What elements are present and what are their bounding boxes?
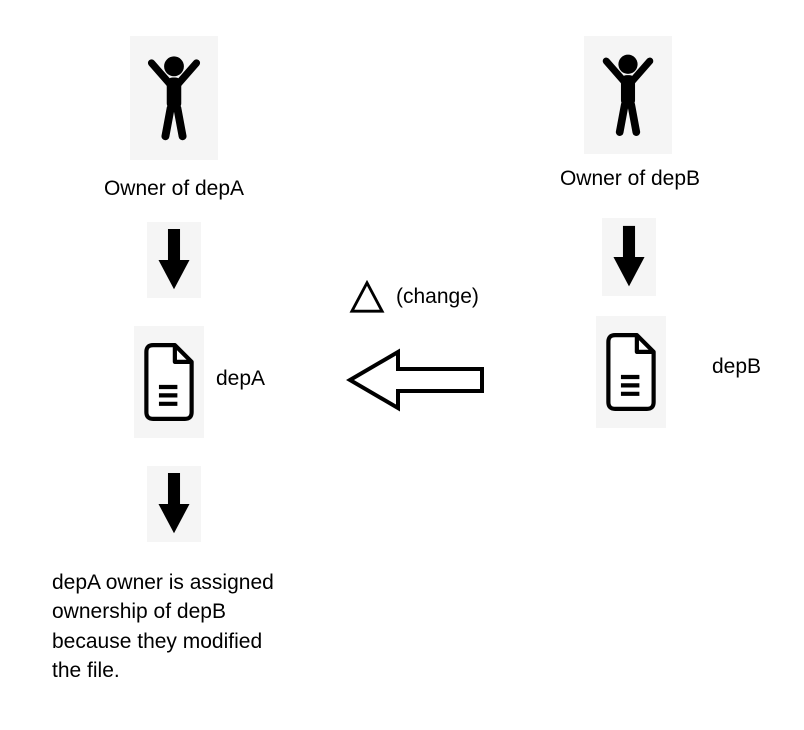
depb-file-label: depB — [712, 355, 762, 378]
down-arrow-icon — [155, 473, 193, 535]
caption-line: depA owner is assigned — [52, 571, 274, 594]
owner-depb-label: Owner of depB — [559, 167, 701, 190]
down-arrow-icon — [155, 229, 193, 291]
arrow-owner-to-depa — [147, 222, 201, 298]
left-arrow-icon — [345, 342, 487, 418]
arrow-owner-to-depb — [602, 218, 656, 296]
caption-line: ownership of depB — [52, 600, 226, 624]
down-arrow-icon — [610, 225, 648, 289]
delta-icon — [348, 280, 386, 314]
owner-depb-figure — [584, 36, 672, 154]
depb-file — [596, 316, 666, 428]
caption-line: because they modified — [52, 629, 263, 653]
owner-depa-label: Owner of depA — [103, 177, 245, 200]
caption-line: the file. — [52, 659, 120, 683]
file-icon — [600, 328, 662, 416]
file-icon — [138, 338, 200, 426]
person-icon — [596, 48, 660, 142]
arrow-depa-to-caption — [147, 466, 201, 542]
change-label: (change) — [396, 285, 479, 308]
owner-depa-figure — [130, 36, 218, 160]
person-icon — [141, 49, 207, 147]
ownership-caption: depA owner is assigned ownership of depB… — [52, 568, 342, 686]
depa-file-label: depA — [216, 367, 266, 390]
depa-file — [134, 326, 204, 438]
